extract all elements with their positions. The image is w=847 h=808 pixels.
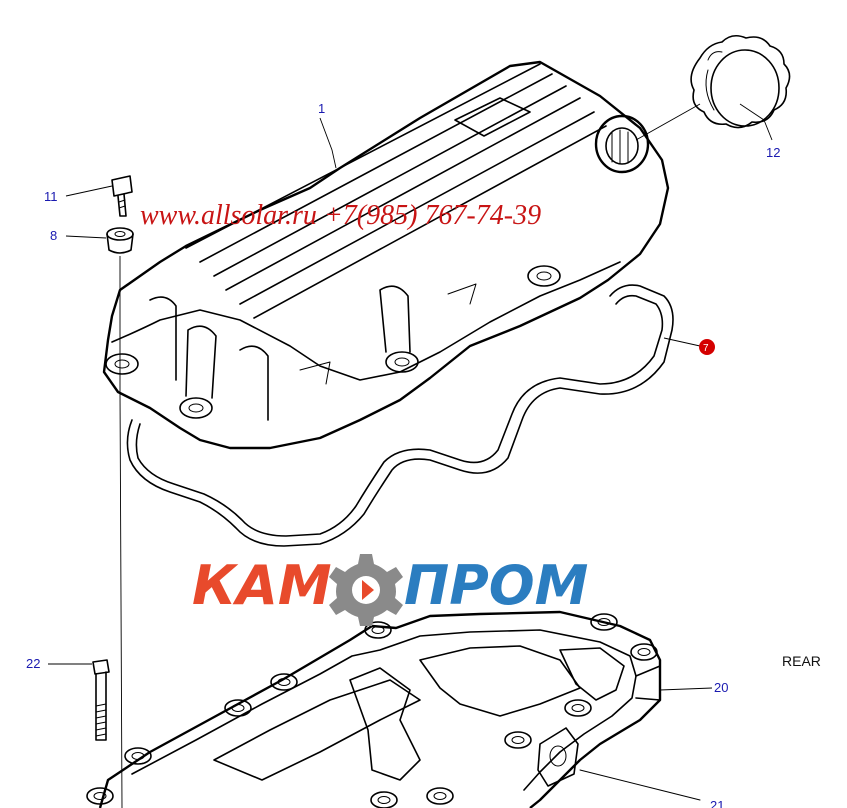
callout-12: 12 [766, 145, 780, 160]
cover-bolt [111, 175, 133, 217]
callout-7: 7 [703, 343, 709, 354]
leader-lines [48, 103, 773, 691]
watermark-url-phone: www.allsolar.ru +7(985) 767-74-39 [140, 200, 541, 231]
rear-label: REAR [782, 653, 821, 669]
valve-cover-gasket [126, 284, 674, 547]
carrier-bolt [92, 659, 110, 741]
logo-left-text: КАМ [192, 554, 332, 617]
company-logo: КАМ ПРОМ [192, 554, 588, 626]
oil-filler-cap [690, 34, 791, 129]
callout-8: 8 [50, 228, 57, 243]
callout-20: 20 [714, 680, 728, 695]
callout-7-marker: 7 [699, 339, 715, 355]
cover-grommet [106, 227, 134, 254]
camshaft-carrier [86, 610, 701, 808]
callout-22: 22 [26, 656, 40, 671]
callout-11: 11 [44, 189, 58, 204]
gear-icon [329, 554, 403, 626]
valve-cover [102, 60, 670, 450]
logo-right-text: ПРОМ [404, 554, 588, 617]
callout-21: 21 [710, 798, 724, 808]
callout-1: 1 [318, 101, 325, 116]
assembly-line [119, 256, 123, 808]
